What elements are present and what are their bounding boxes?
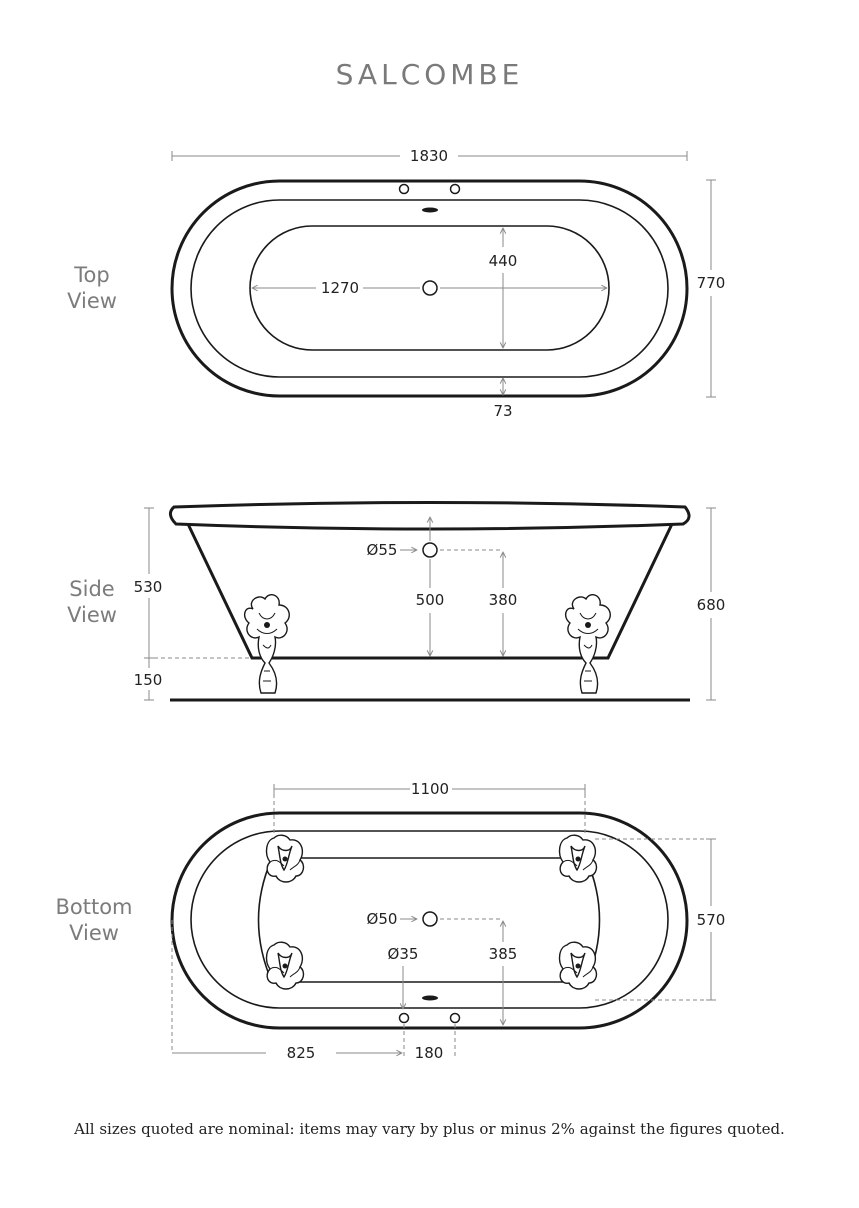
side-foot-left [243,594,290,694]
top-inner-rim [190,199,669,378]
bottom-inner-rim [190,830,669,1009]
dim-top-inner-length: 1270 [321,279,359,297]
bottom-view-label-line2: View [69,921,119,945]
side-waste-hole [422,542,438,558]
side-foot-right [564,594,611,694]
bottom-waste-hole [422,911,438,927]
dim-bottom-waste: Ø50 [367,910,398,928]
dim-side-waste: Ø55 [367,541,398,559]
side-view-label-line1: Side [69,577,115,601]
dim-side-waste-height: 380 [489,591,518,609]
side-view-label-line2: View [67,603,117,627]
dim-bottom-tap-offset: 825 [287,1044,316,1062]
dim-top-inner-width: 440 [489,252,518,270]
bottom-view: 1100 570 Ø50 385 Ø35 825 180 [170,780,726,1062]
bottom-overflow [422,995,438,1001]
top-basin [249,225,610,351]
top-outer-rim [170,179,689,398]
dim-top-rim: 73 [493,402,512,420]
dim-bottom-tap-spacing: 180 [415,1044,444,1062]
side-view-label: Side View [60,576,124,628]
bottom-foot-bottom-left [265,941,305,990]
page-title: SALCOMBE [335,58,524,91]
bottom-tap-hole-left [398,1012,410,1024]
dim-side-body: 530 [134,578,163,596]
dim-side-total: 680 [697,596,726,614]
bottom-foot-top-left [265,834,305,883]
top-view-label: Top View [60,262,124,314]
bottom-view-label-line1: Bottom [55,895,133,919]
top-tap-hole-left [398,183,410,195]
footnote: All sizes quoted are nominal: items may … [74,1120,785,1138]
dim-side-leg: 150 [134,671,163,689]
dim-top-length: 1830 [410,147,448,165]
dim-side-depth: 500 [416,591,445,609]
dim-bottom-waste-offset: 385 [489,945,518,963]
bottom-foot-bottom-right [558,941,598,990]
dim-bottom-tap: Ø35 [388,945,419,963]
top-overflow [422,207,438,213]
top-view: 1830 770 1270 440 73 [170,147,726,420]
bottom-view-label: Bottom View [46,894,142,946]
side-body [186,523,674,660]
dim-bottom-feet-width: 570 [697,911,726,929]
top-tap-hole-right [449,183,461,195]
bottom-tap-hole-right [449,1012,461,1024]
bottom-foot-top-right [558,834,598,883]
top-waste-hole [422,280,438,296]
dim-top-width: 770 [697,274,726,292]
top-view-label-line2: View [67,289,117,313]
side-rim [169,501,691,531]
side-view: Ø55 500 380 530 150 680 [134,501,726,702]
dim-bottom-feet-length: 1100 [411,780,449,798]
top-view-label-line1: Top [74,263,110,287]
